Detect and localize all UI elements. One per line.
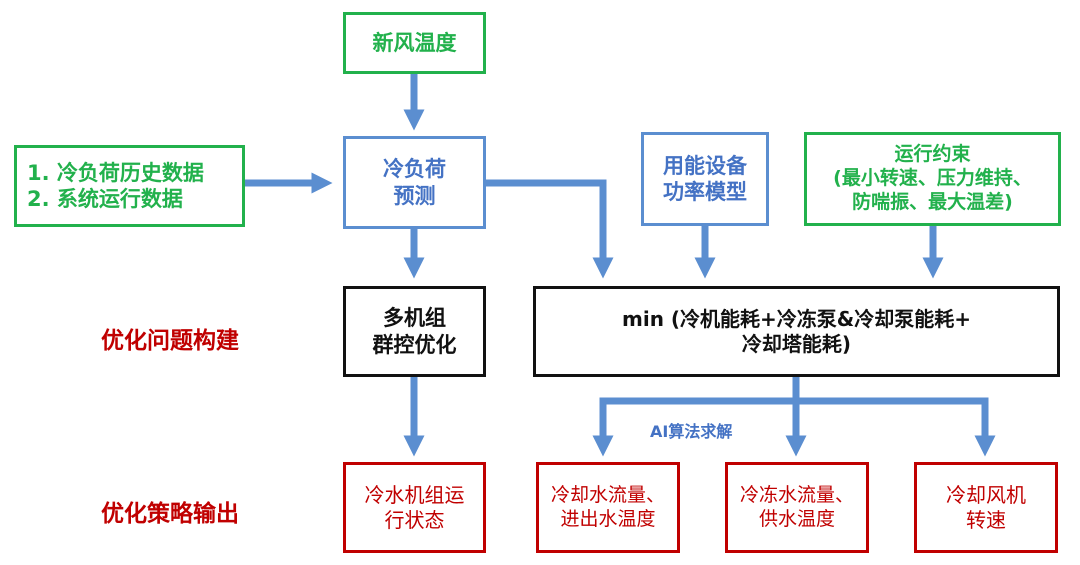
constraints-line3: 防喘振、最大温差): [852, 190, 1013, 213]
chiller-status-line2: 行状态: [384, 507, 445, 532]
history-data-box: 1. 冷负荷历史数据 2. 系统运行数据: [14, 145, 245, 227]
load-prediction-line1: 冷负荷: [383, 157, 446, 182]
cooling-fan-box: 冷却风机 转速: [914, 462, 1058, 553]
history-data-line2: 2. 系统运行数据: [27, 187, 183, 211]
cooling-water-line2: 进出水温度: [560, 507, 656, 530]
objective-line1: min (冷机能耗+冷冻泵&冷却泵能耗+: [622, 306, 971, 331]
cooling-water-box: 冷却水流量、 进出水温度: [536, 462, 680, 553]
group-control-box: 多机组 群控优化: [343, 286, 486, 377]
objective-line2: 冷却塔能耗): [741, 331, 852, 356]
chilled-water-line1: 冷冻水流量、: [739, 483, 854, 506]
operating-constraints-box: 运行约束 (最小转速、压力维持、 防喘振、最大温差): [804, 132, 1061, 226]
group-control-line2: 群控优化: [372, 332, 457, 357]
cooling-fan-line1: 冷却风机: [946, 482, 1026, 507]
equipment-model-line2: 功率模型: [663, 180, 747, 204]
equipment-power-model-box: 用能设备 功率模型: [641, 132, 769, 226]
arrow-branch-cooling-water: [592, 397, 796, 457]
cooling-fan-line2: 转速: [966, 507, 1006, 532]
constraints-line1: 运行约束: [894, 143, 971, 166]
chiller-status-box: 冷水机组运 行状态: [343, 462, 486, 553]
load-prediction-box: 冷负荷 预测: [343, 136, 486, 229]
cooling-water-line1: 冷却水流量、: [550, 483, 665, 506]
chilled-water-line2: 供水温度: [758, 507, 835, 530]
objective-function-box: min (冷机能耗+冷冻泵&冷却泵能耗+ 冷却塔能耗): [533, 286, 1060, 377]
equipment-model-line1: 用能设备: [663, 153, 747, 178]
arrow-branch-cooling-fan: [796, 397, 996, 457]
chiller-status-line1: 冷水机组运: [364, 482, 465, 507]
ai-solver-label: AI算法求解: [650, 422, 733, 441]
group-control-line1: 多机组: [383, 306, 446, 331]
arrow-prediction-to-objective: [486, 179, 614, 279]
history-data-line1: 1. 冷负荷历史数据: [27, 160, 204, 185]
load-prediction-line2: 预测: [393, 183, 436, 208]
label-problem-build: 优化问题构建: [101, 328, 239, 354]
label-strategy-output: 优化策略输出: [101, 501, 239, 527]
fresh-air-temp-box: 新风温度: [343, 12, 486, 74]
fresh-air-temp-label: 新风温度: [372, 30, 457, 55]
chilled-water-box: 冷冻水流量、 供水温度: [725, 462, 869, 553]
constraints-line2: (最小转速、压力维持、: [833, 167, 1032, 190]
